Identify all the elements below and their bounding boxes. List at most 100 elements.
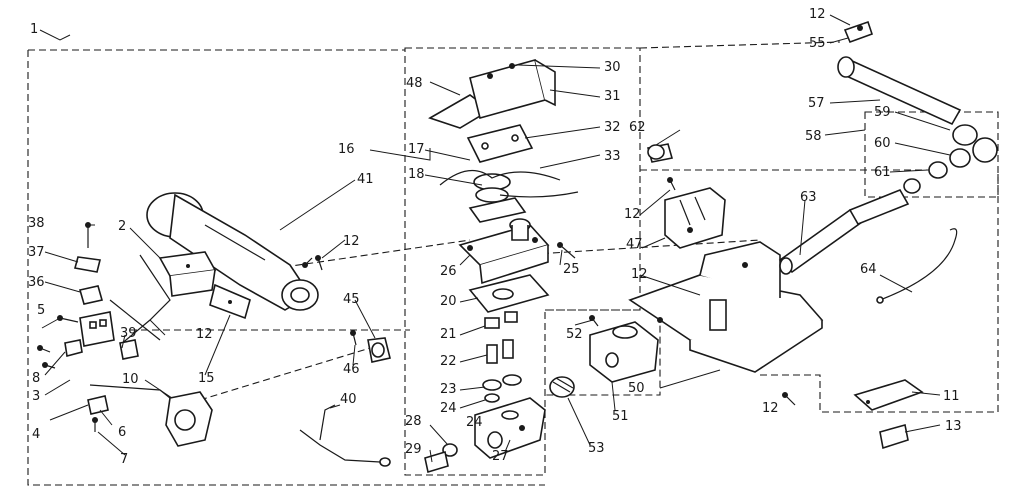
burner-tube [146,192,319,311]
valve-gasket [482,374,522,403]
callout-20: 20 [440,294,457,309]
callout-60: 60 [874,136,891,151]
screw [350,330,357,346]
screw [92,417,98,432]
callout-40: 40 [340,392,357,407]
screw [57,315,79,323]
callout-41: 41 [357,172,374,187]
callout-29: 29 [405,442,422,457]
callout-57: 57 [808,96,825,111]
callout-51: 51 [612,409,629,424]
mounting-bracket [158,251,251,320]
callout-36: 36 [28,275,45,290]
valve-gasket [466,124,534,163]
igniter-wire [299,404,391,467]
callout-31: 31 [604,89,621,104]
callout-24b: 24 [466,415,483,430]
callout-13: 13 [945,419,962,434]
valve-gasket [468,274,550,313]
callout-21: 21 [440,327,457,342]
terminal-block [79,311,115,347]
callout-5: 5 [37,303,45,318]
callout-39: 39 [120,326,137,341]
callout-48: 48 [406,76,423,91]
clip [843,20,874,44]
callout-26: 26 [440,264,457,279]
callout-10: 10 [122,372,139,387]
callout-11: 11 [943,389,960,404]
callout-2: 2 [118,219,126,234]
conversion-orifice [837,56,962,126]
leader-lines [39,14,951,463]
flare-nut [424,443,458,474]
callout-12a: 12 [343,234,360,249]
callout-23: 23 [440,382,457,397]
elbow-fitting [367,337,391,363]
screw [302,255,323,271]
callout-33: 33 [604,149,621,164]
callout-59: 59 [874,105,891,120]
callout-1: 1 [30,22,38,37]
callout-16: 16 [338,142,355,157]
clip [64,339,83,358]
callout-45: 45 [343,292,360,307]
callout-47: 47 [626,237,643,252]
callout-62: 62 [629,120,646,135]
callout-46: 46 [343,362,360,377]
callout-58: 58 [805,129,822,144]
screw [37,345,56,369]
igniter-motor [165,391,213,447]
gas-pipe [778,188,910,275]
valve-subassembly-boundary [404,47,641,476]
valve-spring [484,311,518,364]
callout-8: 8 [32,371,40,386]
callout-63: 63 [800,190,817,205]
clip [879,423,909,450]
callout-32: 32 [604,120,621,135]
elbow-fitting [549,376,575,398]
callout-61: 61 [874,165,891,180]
callout-28: 28 [405,414,422,429]
callout-52: 52 [566,327,583,342]
orifice-holder [903,124,998,194]
solenoid-bracket [428,59,556,129]
callout-24a: 24 [440,401,457,416]
callout-labels: 1 2 3 4 5 6 7 8 10 11 12 12 12 12 12 12 … [28,7,962,467]
terminal-block [647,144,665,160]
clip [87,395,109,415]
elbow-fitting [119,339,139,360]
callout-12e: 12 [762,401,779,416]
callout-64: 64 [860,262,877,277]
callout-6: 6 [118,425,126,440]
callout-22: 22 [440,354,457,369]
callout-12b: 12 [196,327,213,342]
assembly-leader-dashed [519,239,761,256]
callout-4: 4 [32,427,40,442]
callout-53: 53 [588,441,605,456]
valve-body [474,397,546,459]
callout-30: 30 [604,60,621,75]
assembly-leader-dashed [229,239,471,276]
callout-25: 25 [563,262,580,277]
callout-17: 17 [408,142,425,157]
callout-12d: 12 [631,267,648,282]
callout-50: 50 [628,381,645,396]
screw [557,242,576,259]
gas-valve [458,218,550,285]
callout-37: 37 [28,245,45,260]
main-frame-boundary [27,41,999,486]
callout-27: 27 [492,449,509,464]
assembly-leader-dashed [199,344,381,401]
callout-3: 3 [32,389,40,404]
main-mounting-plate [628,241,824,373]
screw [589,315,599,327]
clip [73,256,101,273]
callout-55: 55 [809,36,826,51]
callout-12f: 12 [809,7,826,22]
callout-15: 15 [198,371,215,386]
pipe-bracket [853,379,924,411]
screw [667,177,676,191]
gas-valve [589,321,659,383]
